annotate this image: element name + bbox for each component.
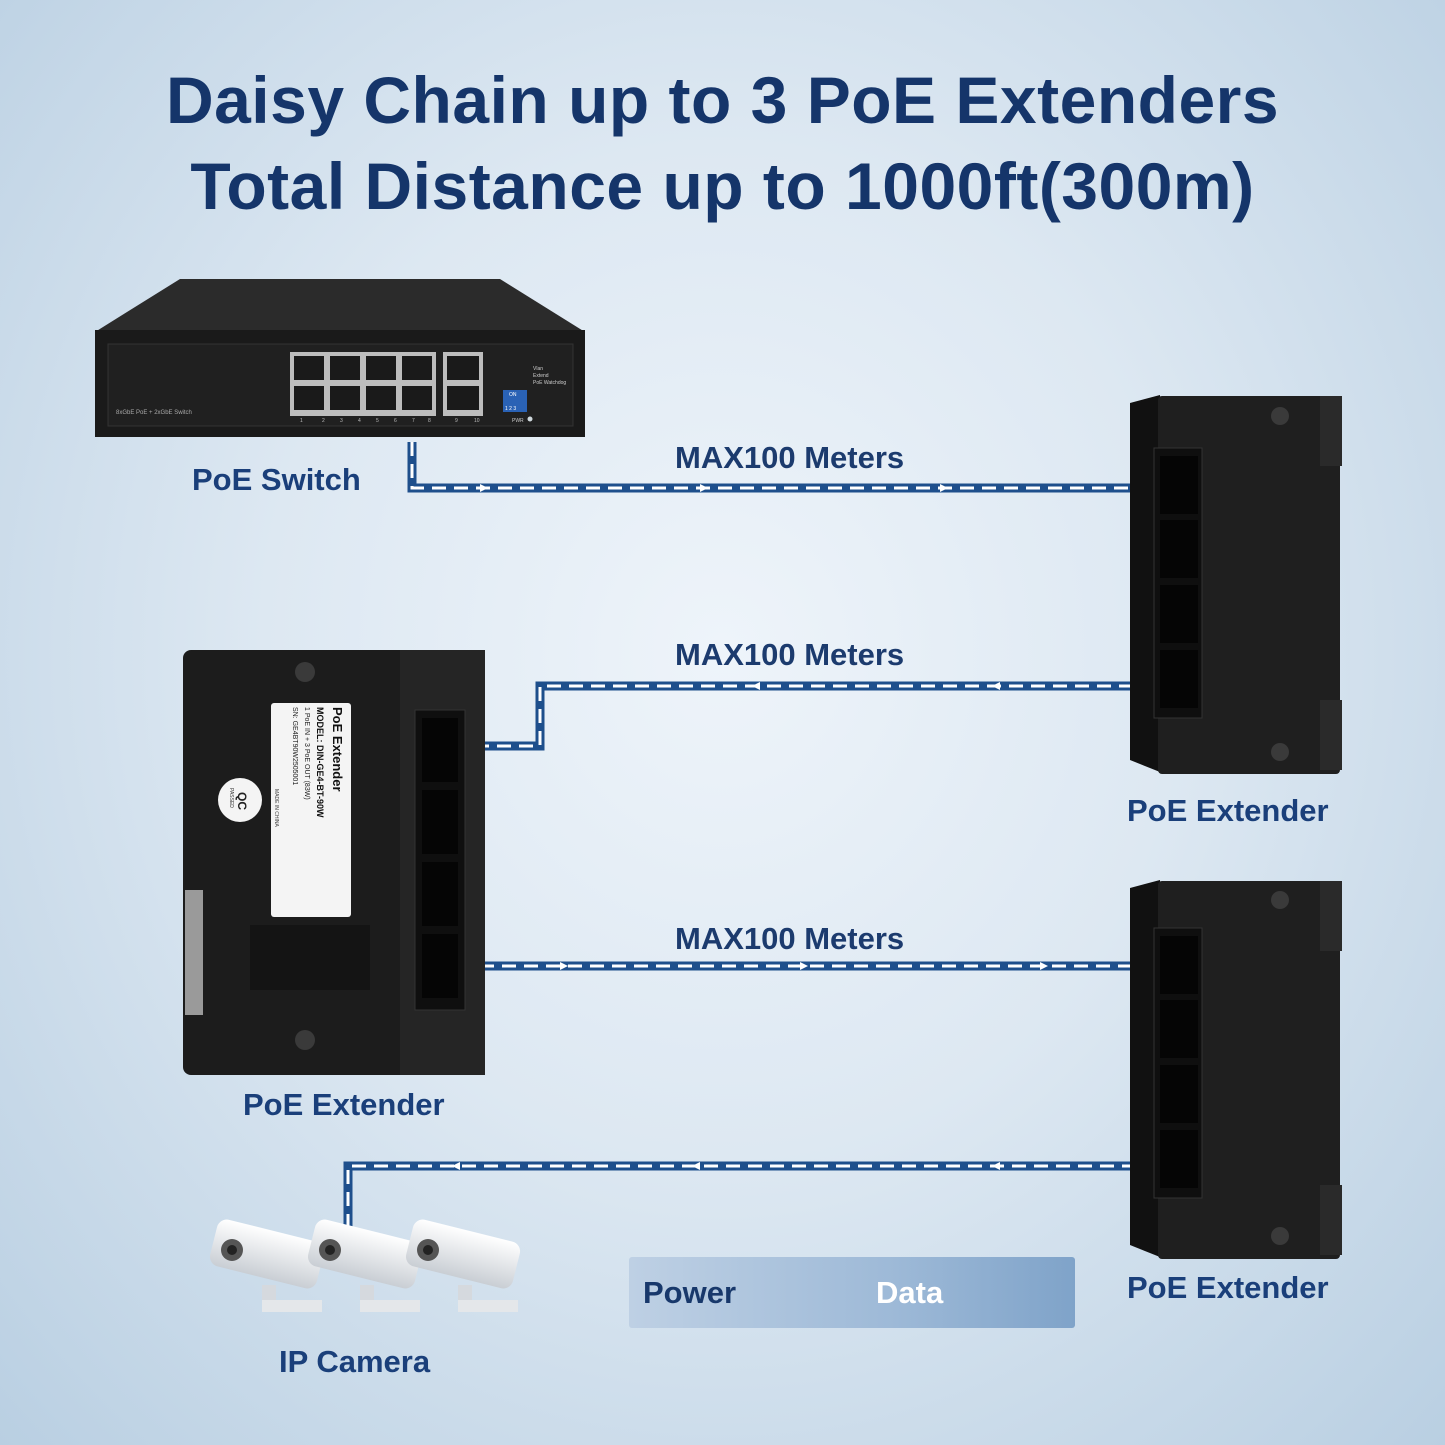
port-number: 8 xyxy=(428,418,431,424)
link-label-2: MAX100 Meters xyxy=(675,637,905,672)
extender-3-device xyxy=(1130,880,1342,1259)
port-number: 10 xyxy=(474,418,480,424)
dip-on-label: ON xyxy=(509,392,517,398)
dip-label-1: Vlan xyxy=(533,366,543,372)
cable-extender-1-to-extender-2 xyxy=(458,681,1155,751)
ip-camera-icon xyxy=(405,1219,521,1312)
extender-2-label: PoE Extender xyxy=(243,1087,445,1122)
switch-ports xyxy=(290,352,483,416)
sticker-sn: SN: GE4BT90W2505001 xyxy=(291,707,298,785)
port-number: 4 xyxy=(358,418,361,424)
extender-1-device xyxy=(1130,395,1342,774)
switch-front-text: 8xGbE PoE + 2xGbE Switch xyxy=(116,410,192,416)
sticker-made: MADE IN CHINA xyxy=(273,789,279,827)
legend-data-label: Data xyxy=(876,1275,944,1310)
cable-switch-to-extender-1 xyxy=(407,442,1158,493)
qc-sticker xyxy=(218,778,262,822)
ip-camera-icon xyxy=(209,1219,325,1312)
port-number: 2 xyxy=(322,418,325,424)
poe-switch xyxy=(95,279,585,437)
dip-numbers: 1 2 3 xyxy=(505,406,516,412)
extender-2-device xyxy=(183,650,485,1075)
legend-power-label: Power xyxy=(643,1275,737,1310)
sticker-model: MODEL: DIN-GE4-BT-90W xyxy=(315,707,325,818)
extender-sticker xyxy=(271,703,351,917)
sticker-text: PoE Extender MODEL: DIN-GE4-BT-90W 1 PoE… xyxy=(273,707,345,827)
pwr-label: PWR xyxy=(512,418,524,424)
sticker-spec: 1 PoE IN + 3 PoE OUT (83W) xyxy=(303,707,310,800)
extender-1-label: PoE Extender xyxy=(1127,793,1329,828)
qc-text: QC xyxy=(235,792,249,810)
sticker-title: PoE Extender xyxy=(330,707,345,792)
port-number: 9 xyxy=(455,418,458,424)
port-number: 6 xyxy=(394,418,397,424)
ip-camera-label: IP Camera xyxy=(279,1344,431,1379)
legend-box: Power Data xyxy=(629,1257,1075,1328)
poe-switch-label: PoE Switch xyxy=(192,462,361,497)
port-number: 1 xyxy=(300,418,303,424)
port-number: 3 xyxy=(340,418,343,424)
ip-camera-group xyxy=(209,1219,521,1312)
port-number: 5 xyxy=(376,418,379,424)
cable-arrow-marks xyxy=(452,484,1048,1170)
cable-extender-3-to-camera xyxy=(343,1161,1158,1232)
dip-label-2: Extend xyxy=(533,373,549,379)
dip-label-3: PoE Watchdog xyxy=(533,380,566,386)
extender-3-label: PoE Extender xyxy=(1127,1270,1329,1305)
port-number: 7 xyxy=(412,418,415,424)
qc-passed: PASSED xyxy=(228,788,234,808)
ip-camera-icon xyxy=(307,1219,423,1312)
dip-switch xyxy=(503,390,527,412)
title-line-1: Daisy Chain up to 3 PoE Extenders xyxy=(165,63,1280,137)
link-label-3: MAX100 Meters xyxy=(675,921,905,956)
title-line-2: Total Distance up to 1000ft(300m) xyxy=(190,149,1255,223)
link-label-1: MAX100 Meters xyxy=(675,440,905,475)
